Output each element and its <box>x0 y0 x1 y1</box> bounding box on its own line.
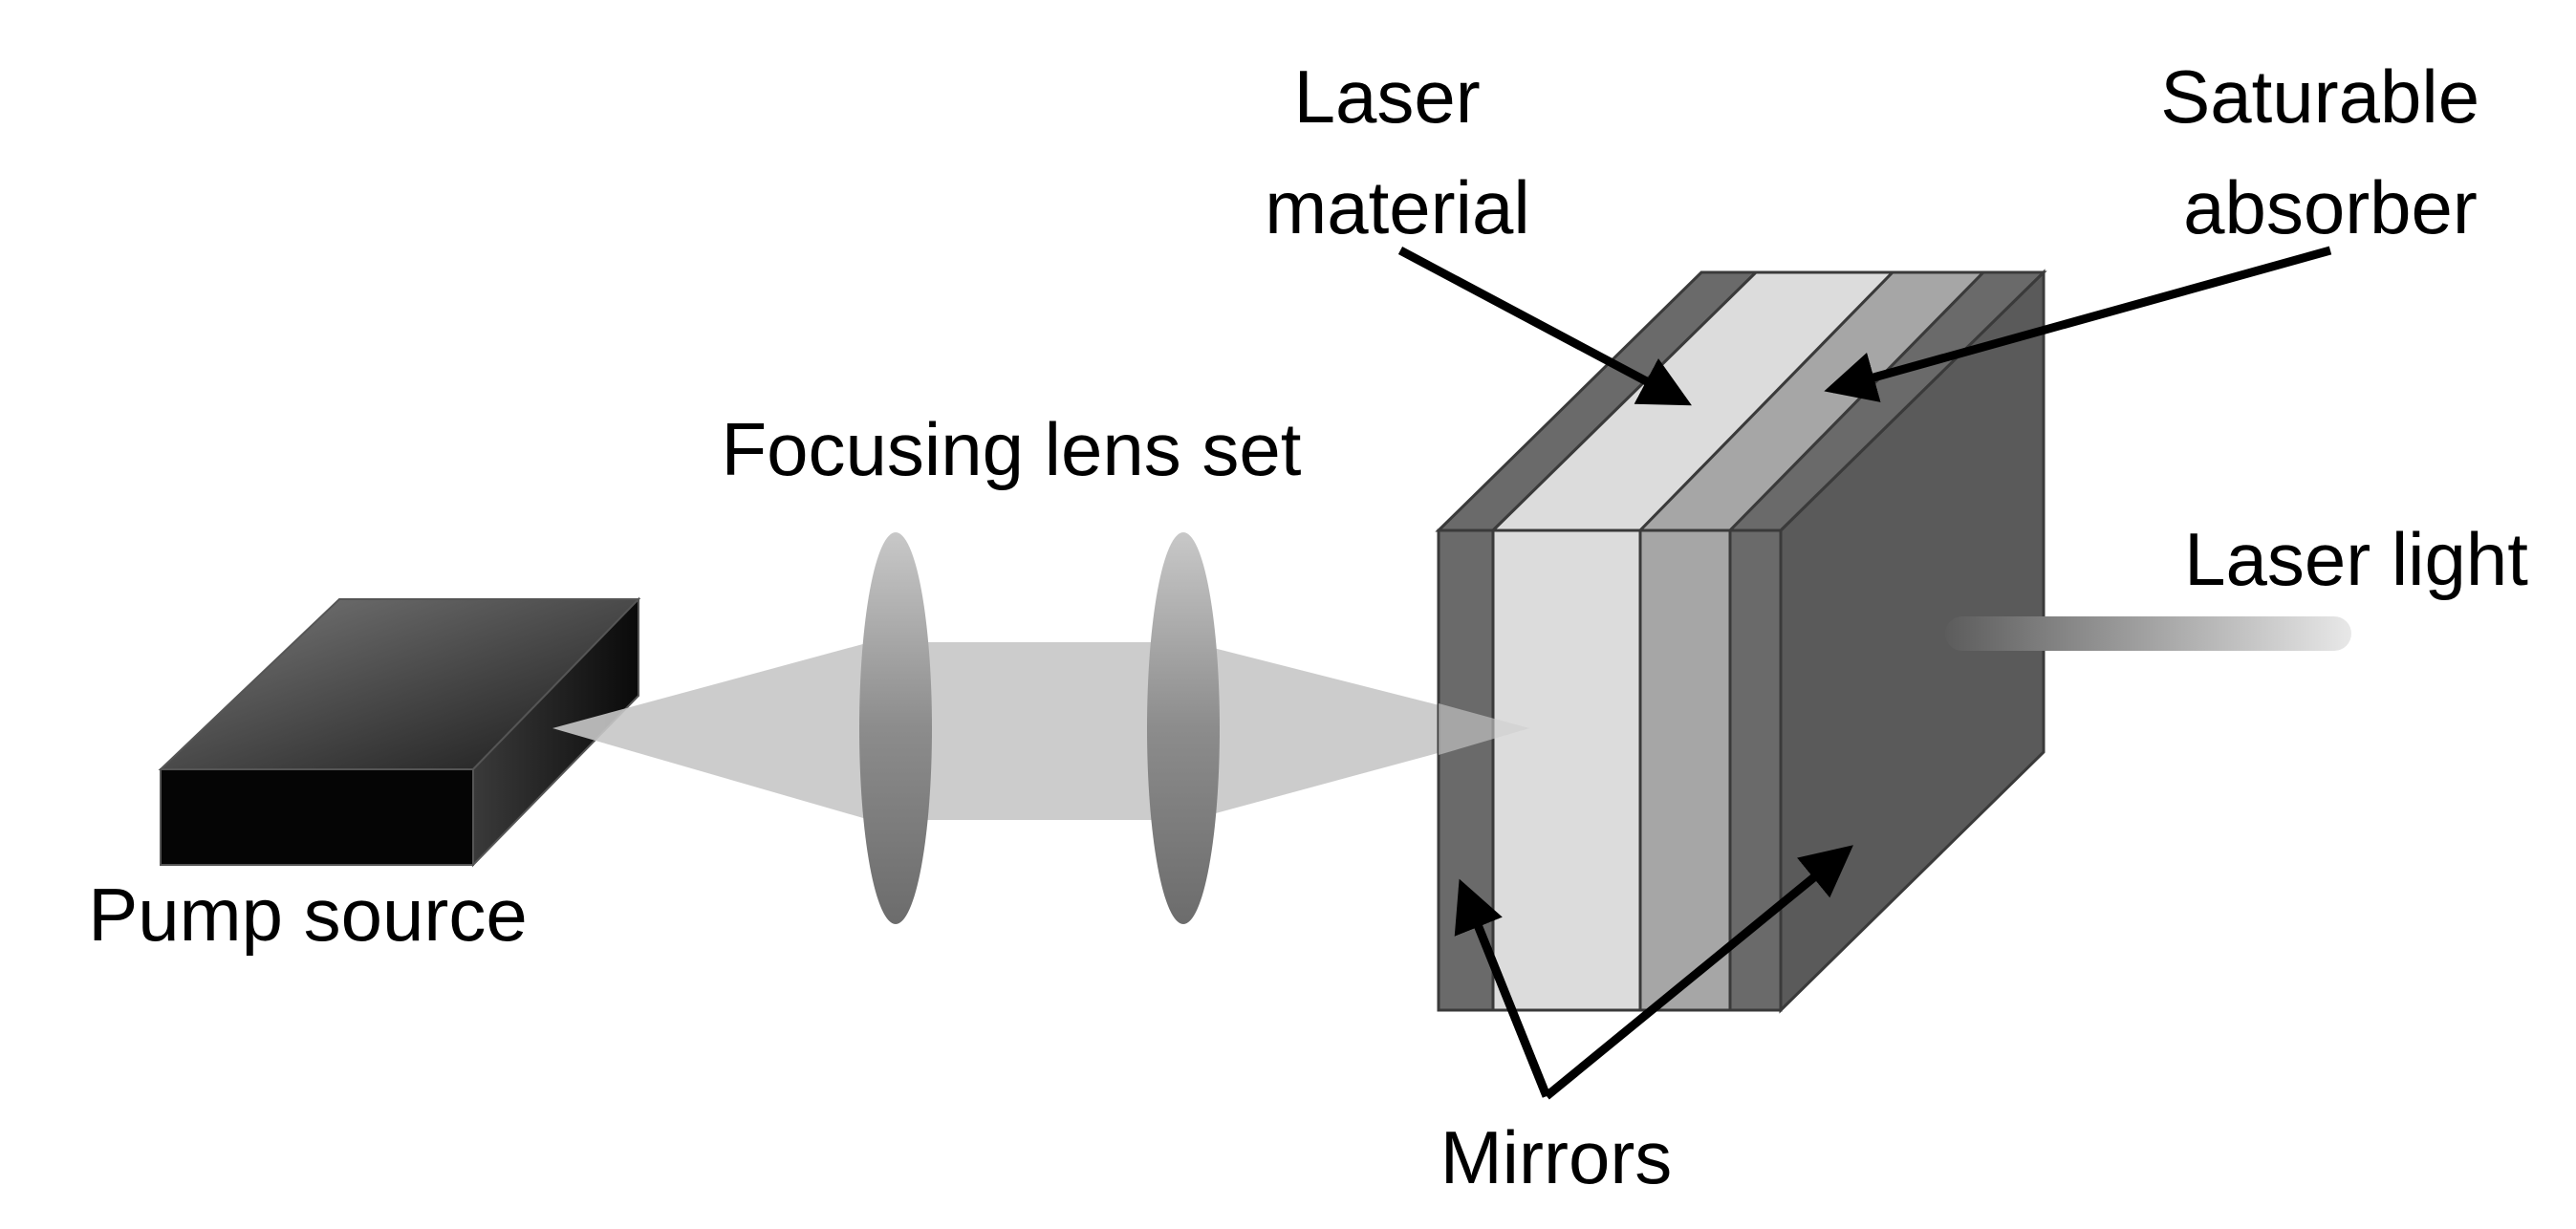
label-saturable-absorber-line2: absorber <box>2183 165 2478 249</box>
saturable-absorber-front <box>1638 528 1732 1012</box>
label-laser-material-line2: material <box>1265 165 1529 249</box>
label-laser-material: Laser material <box>1265 54 1529 249</box>
laser-material-front <box>1491 528 1642 1012</box>
pump-source <box>158 596 641 868</box>
label-saturable-absorber-line1: Saturable <box>2160 54 2479 139</box>
arrow-mirror-front <box>1454 878 1551 1098</box>
pump-source-front-face <box>160 768 474 866</box>
label-saturable-absorber: Saturable absorber <box>2160 54 2500 249</box>
arrow-saturable-absorber <box>1824 246 2332 402</box>
label-mirrors: Mirrors <box>1440 1115 1673 1199</box>
label-pump-source: Pump source <box>88 873 528 957</box>
pump-beam-focus <box>1439 703 1529 755</box>
laser-light-beam <box>1945 616 2351 651</box>
arrow-mirror-back <box>1544 845 1853 1100</box>
focusing-lens-1 <box>859 532 932 924</box>
label-laser-material-line1: Laser <box>1294 54 1481 139</box>
arrow-laser-material <box>1397 247 1692 406</box>
focusing-lens-2 <box>1147 532 1220 924</box>
pump-beam <box>552 642 1529 820</box>
arrow-icon <box>1397 246 2332 1100</box>
label-focusing-lens-set: Focusing lens set <box>722 407 1302 491</box>
label-laser-light: Laser light <box>2184 517 2528 601</box>
laser-cavity-block <box>1435 269 2047 1014</box>
